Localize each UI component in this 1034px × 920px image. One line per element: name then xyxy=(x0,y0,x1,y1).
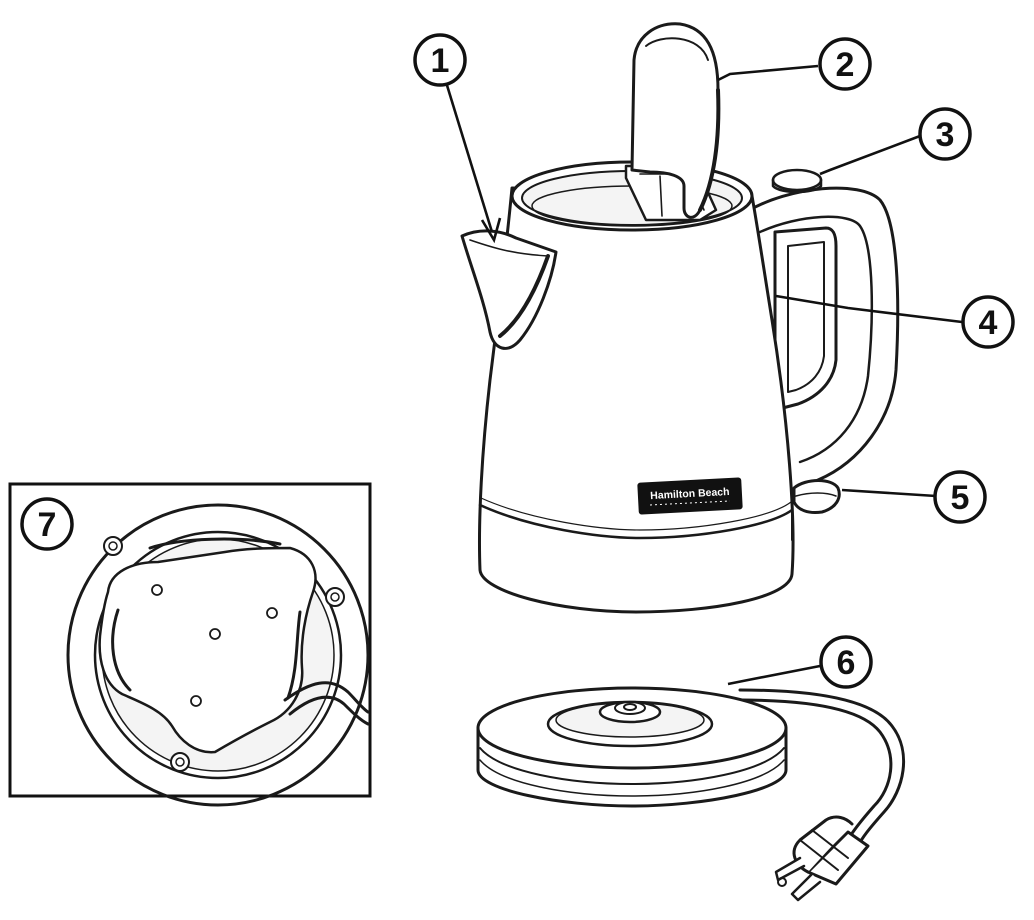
kettle: Hamilton Beach xyxy=(460,22,900,614)
callout-4: 4 xyxy=(961,295,1015,349)
callout-4-label: 4 xyxy=(979,304,998,342)
callout-6: 6 xyxy=(819,635,873,689)
leader-line-4 xyxy=(775,294,963,324)
leader-line-3 xyxy=(819,134,921,176)
leader-lines xyxy=(444,64,963,686)
callout-7: 7 xyxy=(20,497,74,551)
base-underside-inset xyxy=(8,482,372,807)
callout-5-label: 5 xyxy=(951,479,970,517)
callout-2-label: 2 xyxy=(836,46,855,84)
callout-3: 3 xyxy=(918,107,972,161)
screw-icon xyxy=(103,536,123,556)
lid-release-button-icon xyxy=(771,168,823,192)
leader-line-5 xyxy=(841,488,937,498)
callout-1: 1 xyxy=(413,33,467,87)
callout-1-label: 1 xyxy=(431,42,450,80)
screw-icon xyxy=(325,587,345,607)
spout xyxy=(460,229,558,350)
callout-6-label: 6 xyxy=(837,644,856,682)
connector-plate xyxy=(98,546,317,754)
leader-line-2 xyxy=(717,64,819,82)
leader-line-1 xyxy=(444,81,494,233)
callout-5: 5 xyxy=(933,470,987,524)
power-plug xyxy=(774,815,870,902)
leader-line-6 xyxy=(727,664,821,686)
power-base xyxy=(476,686,905,848)
brand-logo-text: Hamilton Beach xyxy=(650,486,730,502)
power-switch-icon xyxy=(792,479,841,514)
callout-3-label: 3 xyxy=(936,116,955,154)
screw-icon xyxy=(170,752,190,772)
brand-logo: Hamilton Beach xyxy=(637,477,743,515)
callout-7-label: 7 xyxy=(38,506,57,544)
callout-2: 2 xyxy=(818,37,872,91)
